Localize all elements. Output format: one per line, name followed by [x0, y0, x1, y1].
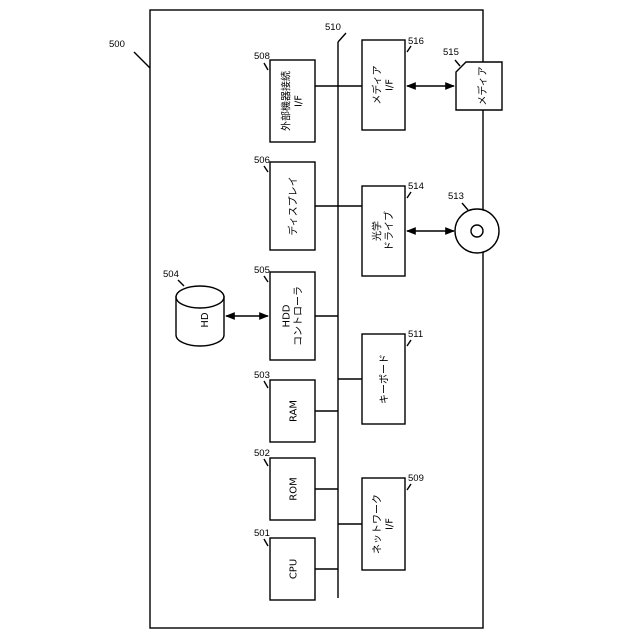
network-if-box	[362, 478, 405, 570]
ref-508: 508	[254, 51, 270, 62]
optical-drive-box	[362, 186, 405, 276]
media-if-label-2: I/F	[385, 79, 396, 91]
ref-515: 515	[443, 47, 459, 58]
hdd-controller-box	[270, 272, 315, 360]
ref-500: 500	[109, 39, 125, 50]
ref-504: 504	[163, 269, 179, 280]
ref-503: 503	[254, 370, 270, 381]
optical-drive-label-1: 光学	[371, 221, 384, 241]
rom-label: ROM	[289, 477, 300, 500]
ref-506: 506	[254, 155, 270, 166]
ref-502-leader	[264, 459, 268, 466]
external-device-if-box	[270, 60, 315, 142]
ref-502: 502	[254, 448, 270, 459]
external-device-if-label-2: I/F	[294, 95, 305, 107]
network-if-label-2: I/F	[385, 518, 396, 530]
cpu-label: CPU	[289, 559, 300, 579]
hdd-controller-label-2: コントローラ	[293, 286, 305, 346]
hd-label: HD	[200, 312, 211, 328]
hdd-controller-label-1: HDD	[282, 304, 293, 327]
optical-disc-icon	[455, 209, 499, 253]
ref-513-leader	[462, 203, 468, 210]
keyboard-label: キーボード	[379, 354, 391, 404]
ref-511: 511	[408, 329, 423, 340]
ref-510: 510	[325, 22, 341, 33]
external-device-if-label-1: 外部機器接続	[280, 71, 293, 131]
ref-505-leader	[264, 276, 268, 282]
device-leader	[134, 52, 150, 68]
ref-516: 516	[408, 36, 424, 47]
ref-508-leader	[264, 63, 268, 70]
ref-514-leader	[407, 192, 411, 198]
ref-501: 501	[254, 528, 270, 539]
media-label: メディア	[476, 66, 489, 105]
display-label: ディスプレイ	[287, 176, 300, 235]
optical-drive-label-2: ドライブ	[383, 211, 396, 251]
ref-509-leader	[407, 484, 411, 490]
network-if-label-1: ネットワーク	[372, 494, 384, 554]
ref-503-leader	[264, 381, 268, 388]
ref-511-leader	[407, 340, 411, 346]
media-if-box	[362, 40, 405, 130]
ref-501-leader	[264, 539, 268, 546]
ram-label: RAM	[289, 400, 300, 422]
ref-505: 505	[254, 265, 270, 276]
ref-504-leader	[178, 280, 184, 286]
ref-513: 513	[448, 191, 464, 202]
bus-leader	[338, 33, 346, 42]
ref-515-leader	[455, 60, 460, 66]
media-if-label-1: メディア	[371, 65, 384, 104]
ref-509: 509	[408, 473, 424, 484]
ref-506-leader	[264, 166, 268, 172]
ref-514: 514	[408, 181, 424, 192]
